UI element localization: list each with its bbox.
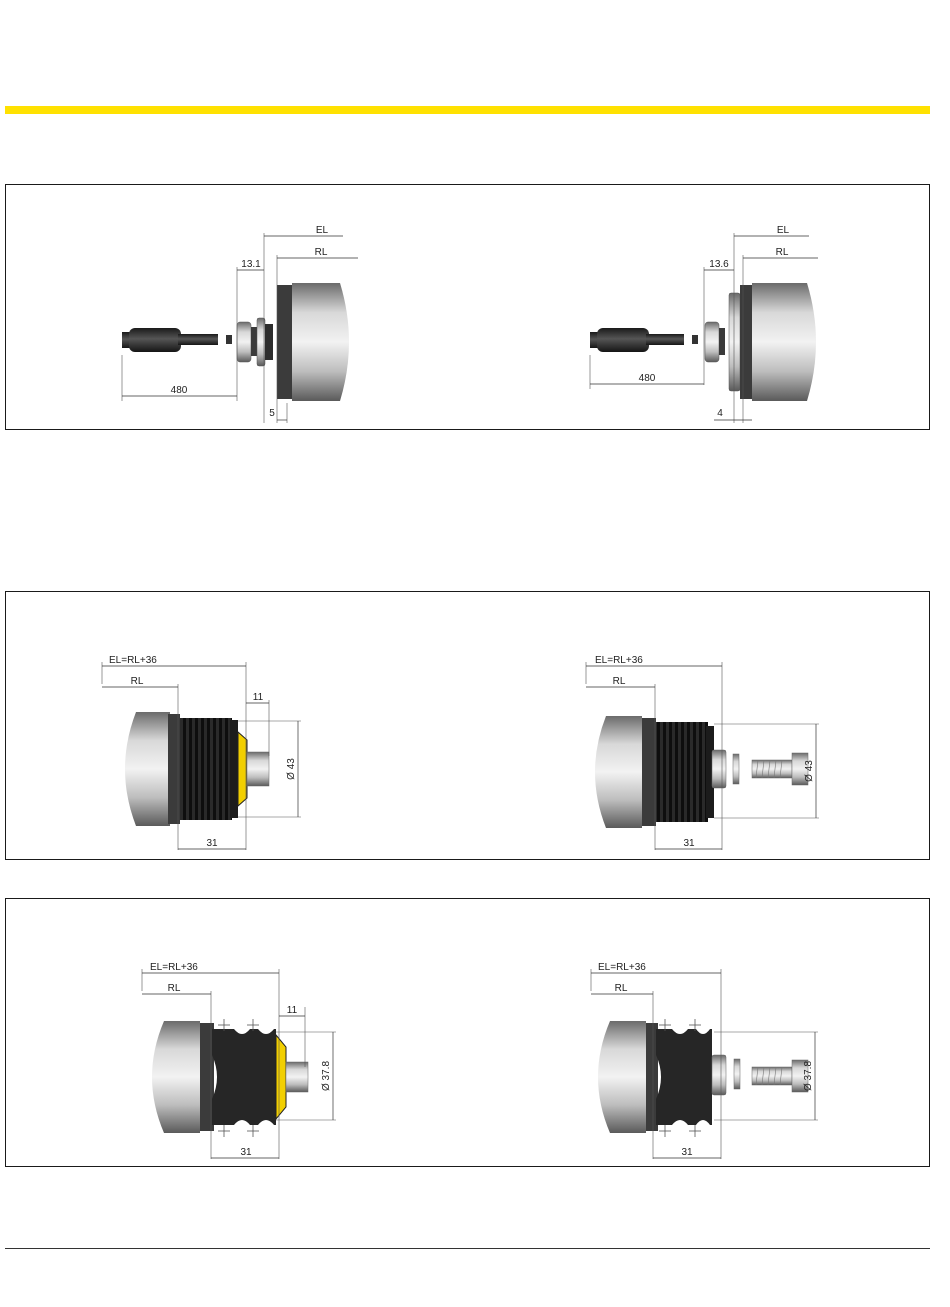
mount-nut-right (712, 1055, 726, 1095)
rubber-mount-left (212, 1029, 276, 1125)
dim-diameter-right: Ø 37.8 (803, 1061, 814, 1091)
sensor-right: EL RL 13.6 480 4 (590, 225, 818, 423)
dim-el-right: EL=RL+36 (595, 655, 643, 666)
dim-rl-right: RL (776, 247, 789, 258)
bolt-stub-left (247, 752, 269, 786)
washer-right (734, 1059, 740, 1089)
dim-diameter-left: Ø 37.8 (321, 1061, 332, 1091)
dim-body-left: 31 (206, 838, 218, 849)
washer-right (733, 754, 739, 784)
bumper-assembly-right: EL=RL+36 RL 31 Ø 43 (586, 655, 819, 850)
dim-tip-left: 11 (253, 692, 264, 703)
mount-nut-right (712, 750, 726, 788)
bumper-assembly-right: EL=RL+36 RL 31 Ø 37.8 (591, 962, 818, 1159)
rubber-mount-right (656, 1029, 712, 1125)
panel-bumper-37-8-drawing: EL=RL+36 RL 11 31 Ø 37.8 (6, 899, 931, 1168)
dim-el-right: EL=RL+36 (598, 962, 646, 973)
dim-cable-right: 480 (639, 373, 656, 384)
connector-plug-left (122, 328, 232, 352)
sensor-head-right (740, 283, 816, 401)
panel-connector-mount: EL RL 13.1 480 5 EL R (5, 184, 930, 430)
mounting-nut-right (705, 293, 740, 391)
dim-cable-left: 480 (171, 385, 188, 396)
yellow-bumper-left (238, 732, 247, 806)
dim-rl-left: RL (168, 983, 181, 994)
dim-el-left: EL (316, 225, 329, 236)
dim-diameter-right: Ø 43 (804, 760, 815, 782)
bumper-assembly-left: EL=RL+36 RL 11 31 Ø 37.8 (142, 962, 336, 1159)
mounting-nut-left (237, 318, 273, 366)
panel-bumper-37-8: EL=RL+36 RL 11 31 Ø 37.8 (5, 898, 930, 1167)
dim-diameter-left: Ø 43 (286, 758, 297, 780)
dim-rl-right: RL (613, 676, 626, 687)
panel-bumper-43: EL=RL+36 RL 11 31 Ø 43 EL=RL+36 (5, 591, 930, 860)
footer-rule (5, 1248, 930, 1249)
rubber-bellows-right (656, 722, 708, 822)
dim-gap-left: 5 (269, 408, 275, 419)
dim-body-right: 31 (683, 838, 695, 849)
dim-nut-left: 13.1 (241, 259, 261, 270)
sensor-head-left (277, 283, 349, 401)
dim-gap-right: 4 (717, 408, 723, 419)
dim-body-left: 31 (240, 1147, 252, 1158)
sensor-left: EL RL 13.1 480 5 (122, 225, 358, 423)
dim-el-right: EL (777, 225, 790, 236)
dim-rl-left: RL (315, 247, 328, 258)
panel-connector-mount-drawing: EL RL 13.1 480 5 EL R (6, 185, 931, 431)
dim-el-left: EL=RL+36 (150, 962, 198, 973)
dim-nut-right: 13.6 (709, 259, 729, 270)
panel-bumper-43-drawing: EL=RL+36 RL 11 31 Ø 43 EL=RL+36 (6, 592, 931, 861)
dim-rl-right: RL (615, 983, 628, 994)
dim-el-left: EL=RL+36 (109, 655, 157, 666)
dim-body-right: 31 (681, 1147, 693, 1158)
bumper-assembly-left: EL=RL+36 RL 11 31 Ø 43 (102, 655, 301, 850)
dim-tip-left: 11 (287, 1005, 298, 1016)
yellow-bumper-left (276, 1035, 286, 1119)
connector-plug-right (590, 328, 698, 352)
hex-bolt-right (752, 1060, 808, 1092)
header-accent-bar (5, 106, 930, 114)
rubber-bellows-left (180, 718, 232, 820)
dim-rl-left: RL (131, 676, 144, 687)
hex-bolt-right (752, 753, 808, 785)
